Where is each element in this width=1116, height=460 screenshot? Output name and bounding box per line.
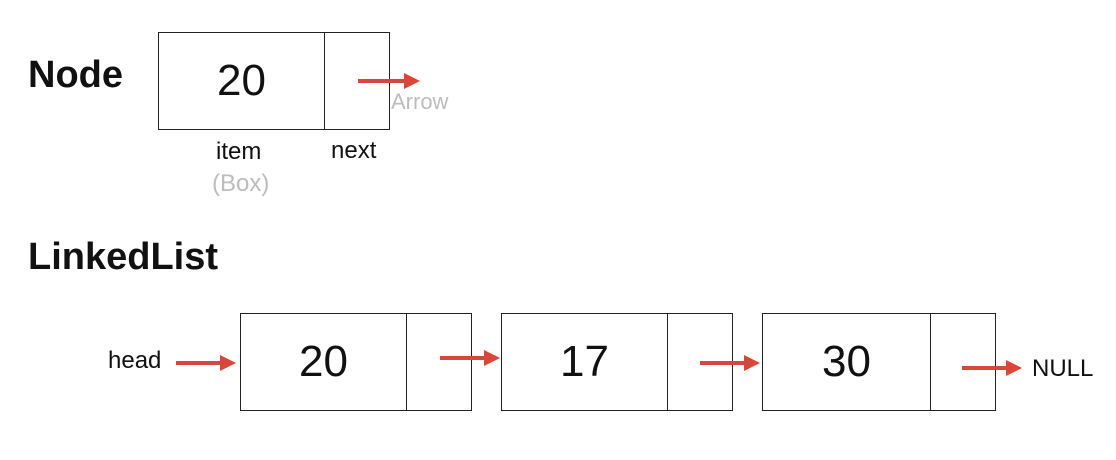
node-box: 20 — [158, 32, 390, 130]
item-sublabel: (Box) — [212, 170, 270, 197]
list-node-1-item: 20 — [241, 314, 407, 410]
node-3-null-arrow — [962, 360, 1022, 376]
next-label: next — [331, 137, 377, 164]
list-node-1: 20 — [240, 313, 472, 411]
item-label: item — [216, 138, 262, 165]
node-next-arrow — [358, 73, 420, 89]
list-node-2-item: 17 — [502, 314, 668, 410]
node-2-next-arrow — [700, 355, 760, 371]
list-node-2: 17 — [501, 313, 733, 411]
linkedlist-heading: LinkedList — [28, 236, 219, 278]
arrow-group — [176, 73, 1022, 376]
arrow-label: Arrow — [391, 89, 449, 114]
head-label: head — [108, 347, 162, 374]
null-label: NULL — [1032, 355, 1094, 382]
list-node-3-item: 30 — [763, 314, 931, 410]
list-node-3: 30 — [762, 313, 996, 411]
node-heading: Node — [28, 54, 123, 96]
node-item-cell: 20 — [159, 33, 325, 129]
head-arrow — [176, 355, 236, 371]
node-1-next-arrow — [440, 350, 500, 366]
